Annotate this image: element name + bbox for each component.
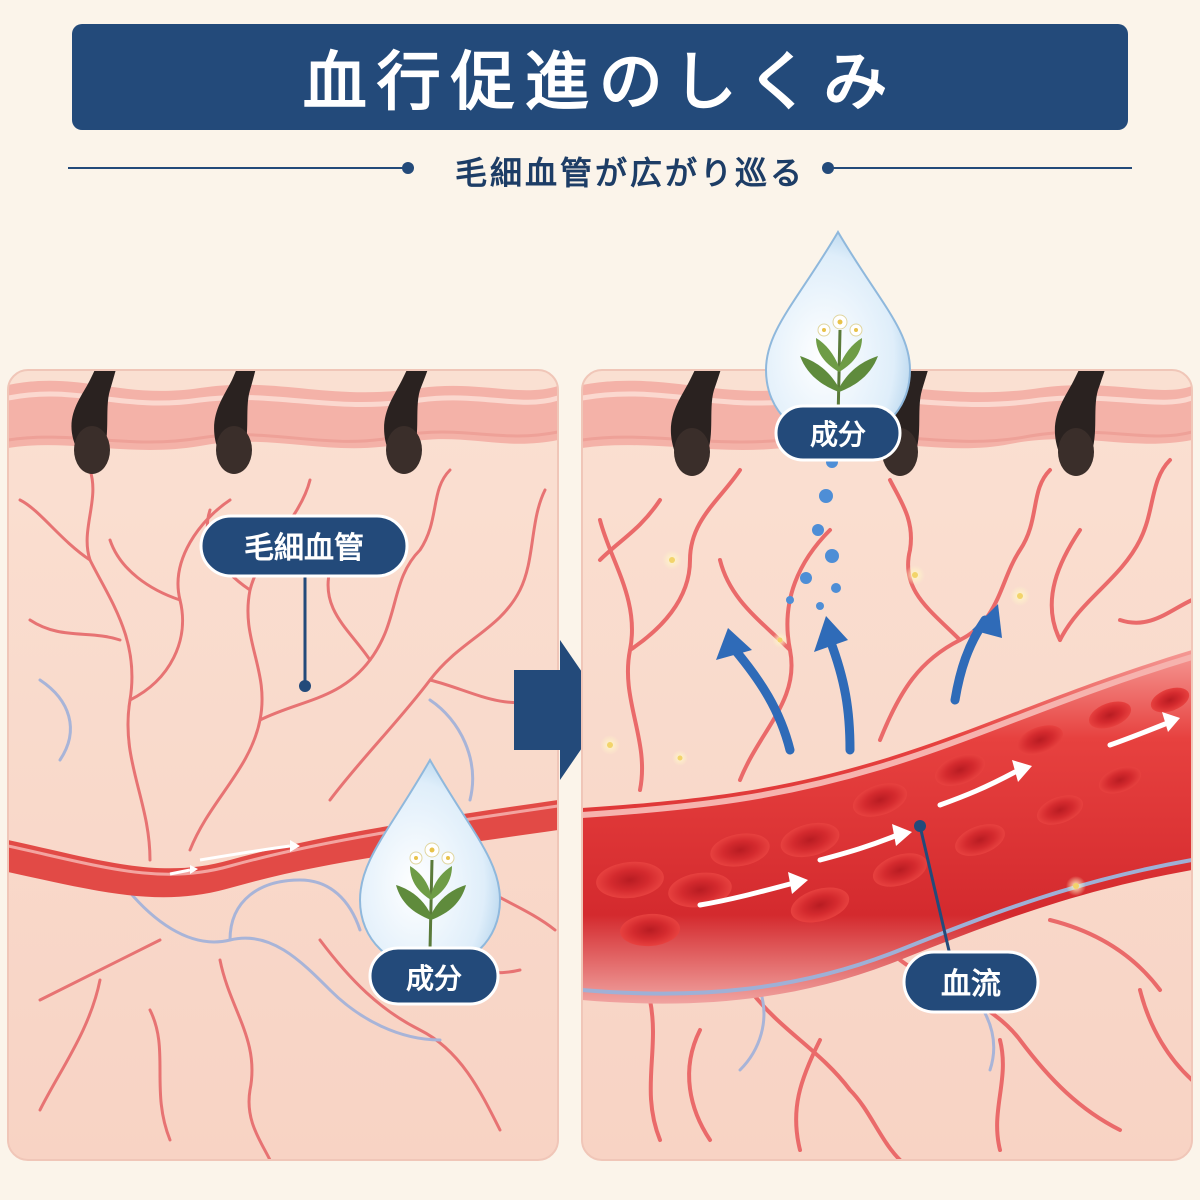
right-ingredient-pill bbox=[774, 404, 902, 462]
left-panel-border bbox=[7, 369, 559, 1161]
glow-particles bbox=[600, 550, 1086, 896]
right-ingredient-drop bbox=[764, 230, 912, 442]
left-hair-group bbox=[71, 370, 460, 474]
blood-flow-label: 血流 bbox=[941, 967, 1001, 1002]
subtitle-dot-right bbox=[822, 162, 834, 174]
subtitle-rule-left bbox=[68, 167, 404, 169]
left-panel bbox=[8, 370, 558, 1160]
subtitle-row: 毛細血管が広がり巡る bbox=[60, 140, 1140, 196]
right-ingredient-label: 成分 bbox=[810, 418, 866, 451]
blood-flow-pill bbox=[902, 950, 1040, 1014]
left-ingredient-label: 成分 bbox=[406, 962, 462, 995]
red-blood-cells bbox=[596, 687, 1190, 947]
blood-flow-pointer-line bbox=[918, 825, 952, 956]
left-vein-network bbox=[38, 678, 475, 1042]
left-ingredient-pill bbox=[368, 946, 500, 1006]
left-skin-tissue bbox=[8, 370, 558, 1160]
left-herb-icon bbox=[396, 842, 466, 951]
capillary-label-pill bbox=[199, 514, 409, 578]
subtitle-dot-left bbox=[402, 162, 414, 174]
right-panel bbox=[582, 370, 1192, 1160]
subtitle: 毛細血管が広がり巡る bbox=[454, 154, 805, 192]
transition-arrow-icon bbox=[514, 640, 608, 780]
right-capillary-network bbox=[598, 458, 1192, 1160]
blood-flow-arrows bbox=[697, 721, 1168, 908]
title-banner: 血行促進のしくみ bbox=[72, 24, 1128, 130]
left-flow-arrow bbox=[199, 844, 291, 862]
page-title: 血行促進のしくみ bbox=[302, 46, 898, 120]
capillary-pointer-dot bbox=[299, 680, 311, 692]
capillary-label: 毛細血管 bbox=[244, 531, 364, 566]
left-ingredient-drop bbox=[358, 757, 502, 970]
subtitle-rule-right bbox=[832, 167, 1132, 169]
